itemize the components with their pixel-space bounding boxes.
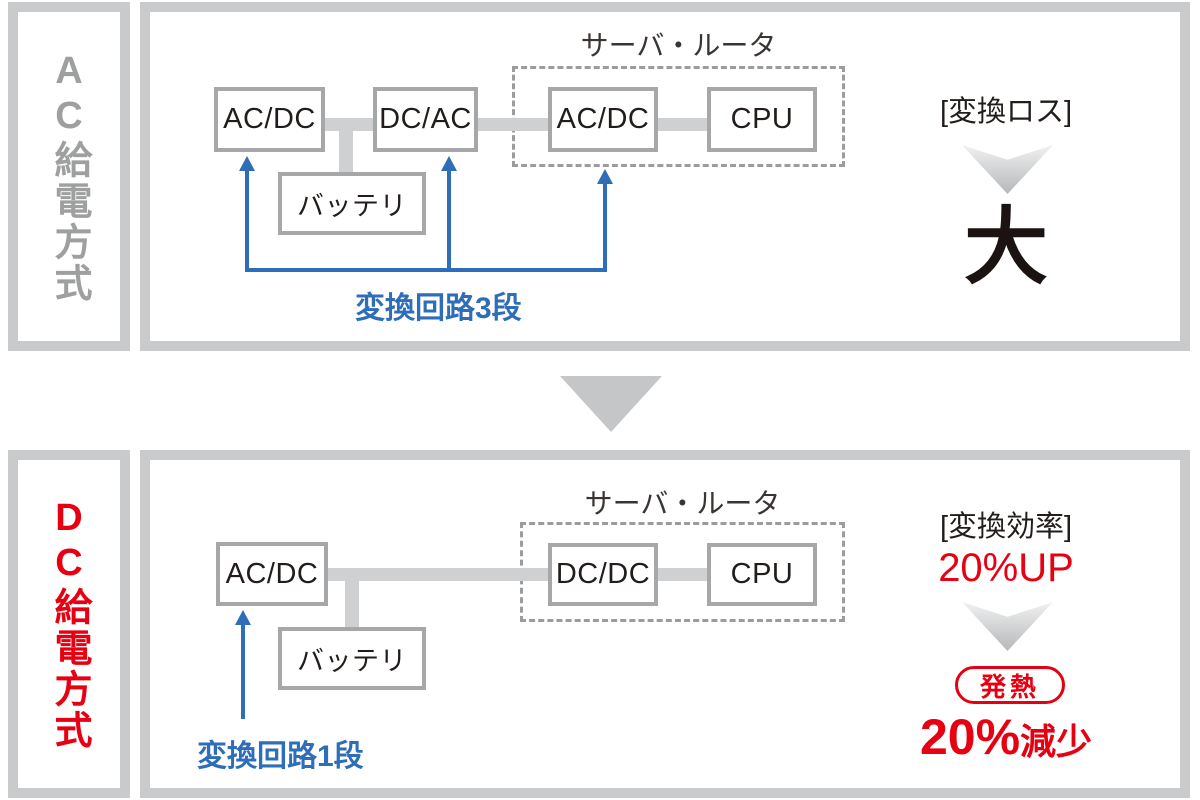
dc-heat-value-line: 20%減少: [856, 712, 1156, 765]
dc-section-title: DC給電方式: [48, 497, 90, 751]
ac-acdc2-box: AC/DC: [548, 87, 658, 152]
dc-stages-label: 変換回路1段: [197, 740, 364, 773]
blue-arrow-line: [245, 171, 249, 272]
connector-line: [478, 118, 548, 131]
ac-battery-box: バッテリ: [278, 172, 426, 235]
ac-section-title: AC給電方式: [48, 49, 90, 304]
connector-line: [328, 568, 548, 581]
down-arrow-icon: [962, 602, 1053, 651]
dc-efficiency-value: 20%UP: [938, 546, 1074, 590]
dc-metric-title: [変換効率]: [939, 511, 1073, 543]
dc-server-router-label: サーバ・ルータ: [584, 488, 781, 519]
heat-value-number: 20%: [919, 709, 1021, 765]
up-arrow-icon: [597, 169, 613, 184]
connector-line: [658, 568, 707, 581]
up-arrow-icon: [239, 156, 255, 171]
up-arrow-icon: [235, 610, 251, 625]
connector-line: [658, 118, 707, 131]
blue-arrow-line: [447, 171, 451, 272]
ac-metric-title: [変換ロス]: [939, 96, 1073, 128]
blue-arrow-line: [241, 624, 245, 719]
ac-section-sidebar: AC給電方式: [8, 2, 130, 351]
heat-badge: 発熱: [955, 666, 1065, 704]
heat-value-suffix: 減少: [1020, 721, 1093, 762]
connector-line-battery: [345, 568, 359, 628]
blue-bracket-line: [245, 268, 607, 272]
ac-server-router-label: サーバ・ルータ: [580, 30, 777, 61]
up-arrow-icon: [441, 156, 457, 171]
blue-arrow-line: [603, 184, 607, 272]
dc-acdc-box: AC/DC: [216, 542, 328, 606]
connector-line-battery: [339, 118, 353, 172]
dc-section-sidebar: DC給電方式: [8, 450, 130, 798]
section-transition-arrow-icon: [560, 376, 662, 432]
dc-dcdc-box: DC/DC: [548, 543, 658, 606]
dc-cpu-box: CPU: [707, 543, 817, 606]
dc-panel: サーバ・ルータ AC/DC DC/DC CPU バッテリ 変換回路1段 [変換効…: [140, 450, 1190, 798]
ac-stages-label: 変換回路3段: [355, 292, 522, 325]
ac-cpu-box: CPU: [707, 87, 817, 152]
dc-battery-box: バッテリ: [278, 627, 426, 690]
ac-server-router-dashed-box: [512, 66, 845, 167]
ac-panel: サーバ・ルータ AC/DC DC/AC AC/DC CPU バッテリ 変換回路3…: [140, 2, 1190, 351]
ac-metric-value: 大: [963, 200, 1048, 294]
ac-dcac-box: DC/AC: [373, 87, 478, 152]
ac-acdc1-box: AC/DC: [214, 87, 325, 152]
down-arrow-icon: [962, 145, 1053, 194]
